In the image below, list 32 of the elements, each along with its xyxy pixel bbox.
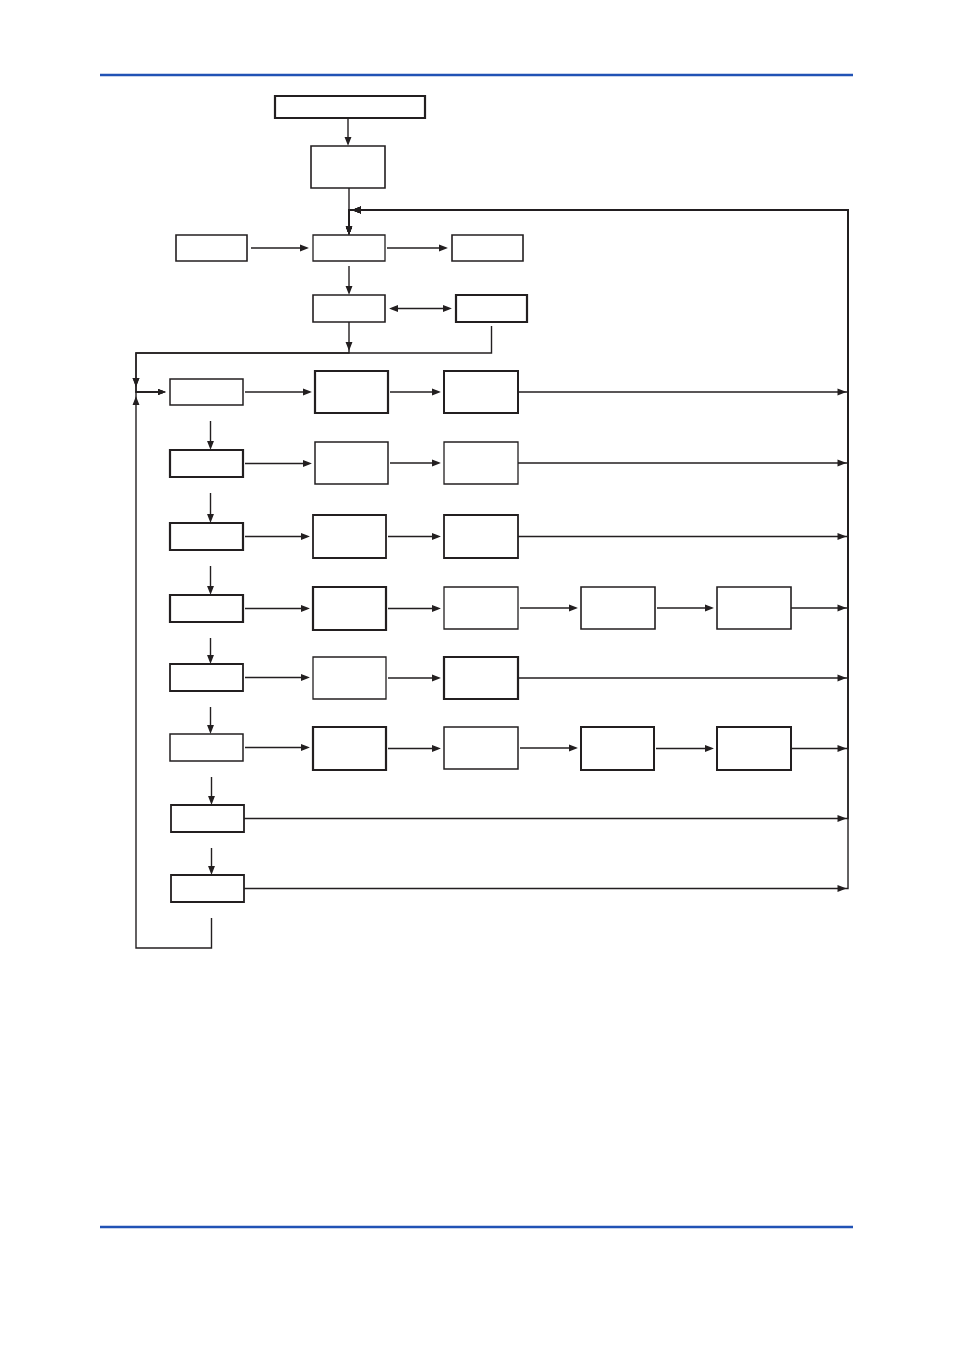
process-box bbox=[451, 234, 524, 262]
process-box bbox=[311, 585, 388, 632]
process-box bbox=[443, 370, 519, 414]
process-box bbox=[443, 586, 519, 630]
process-box bbox=[716, 726, 792, 771]
process-box bbox=[175, 234, 248, 262]
process-box bbox=[312, 234, 386, 262]
arrow bbox=[132, 389, 213, 949]
process-box bbox=[311, 725, 388, 772]
process-box bbox=[443, 726, 519, 770]
process-box bbox=[169, 663, 244, 692]
process-box bbox=[169, 378, 244, 406]
process-box bbox=[169, 733, 244, 762]
process-box bbox=[170, 804, 245, 833]
process-box bbox=[580, 586, 656, 630]
process-box bbox=[716, 586, 792, 630]
process-box bbox=[580, 726, 655, 771]
process-box bbox=[442, 655, 520, 701]
process-box bbox=[312, 294, 386, 323]
process-box bbox=[170, 874, 245, 903]
process-box bbox=[313, 369, 390, 415]
process-box bbox=[443, 514, 519, 559]
process-box bbox=[443, 441, 519, 485]
process-box bbox=[168, 593, 245, 624]
process-box bbox=[168, 521, 245, 552]
process-box bbox=[312, 656, 387, 700]
process-box bbox=[314, 441, 389, 485]
process-box bbox=[454, 293, 529, 324]
process-box bbox=[310, 145, 386, 189]
process-box bbox=[168, 448, 245, 479]
process-box bbox=[312, 514, 387, 559]
process-box bbox=[273, 94, 427, 120]
